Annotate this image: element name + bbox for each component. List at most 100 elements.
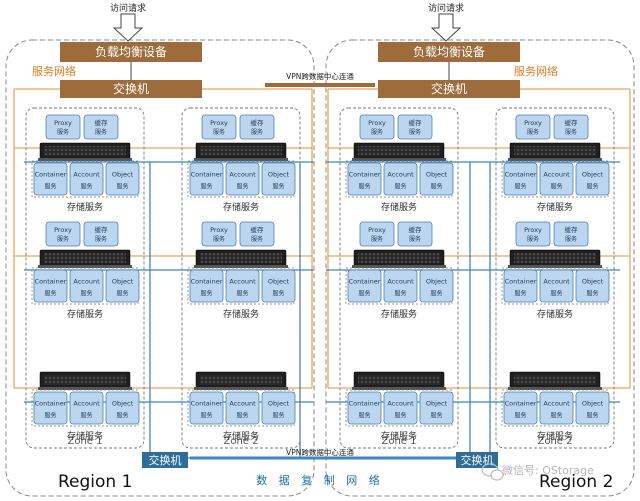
service-box: [359, 114, 395, 140]
service-box: [575, 391, 610, 425]
replication-network-label: 数 据 复 制 网 络: [256, 473, 383, 487]
replication-switch-label: 交换机: [461, 453, 494, 467]
service-sub: 服务: [236, 412, 248, 420]
service-box: [397, 114, 433, 140]
request-label: 访问请求: [110, 2, 146, 14]
down-arrow-icon: [430, 13, 462, 42]
service-box: [383, 162, 418, 196]
storage-service-label: 存储服务: [223, 308, 259, 320]
storage-service-label: 存储服务: [381, 430, 417, 442]
service-box: [383, 391, 418, 425]
service-sub: 服务: [116, 183, 128, 191]
service-sub: 服务: [57, 128, 69, 136]
service-name: Object: [426, 277, 448, 285]
service-name: 缓存: [251, 118, 265, 127]
service-name: Account: [543, 399, 570, 407]
server-vent: [200, 253, 282, 263]
service-sub: 服务: [430, 183, 442, 191]
region-1-label: Region 1: [58, 472, 132, 492]
service-box: [105, 391, 140, 425]
service-box: [503, 391, 538, 425]
service-name: Container: [505, 170, 537, 178]
service-sub: 服务: [514, 290, 526, 298]
service-name: Account: [73, 277, 100, 285]
service-name: Account: [73, 399, 100, 407]
service-name: Proxy: [524, 119, 542, 127]
service-name: Object: [112, 277, 134, 285]
service-box: [575, 269, 610, 303]
zone-label: Zone 2: [538, 436, 573, 447]
replication-switch-label: 交换机: [149, 453, 182, 467]
service-sub: 服务: [358, 290, 370, 298]
service-sub: 服务: [251, 128, 263, 136]
zone-outline: [339, 107, 459, 449]
storage-service-label: 存储服务: [537, 308, 573, 320]
service-box: [261, 391, 296, 425]
server-base: [38, 158, 132, 161]
zone-outline: [181, 107, 301, 449]
service-sub: 服务: [272, 183, 284, 191]
service-box: [189, 269, 224, 303]
service-name: Container: [35, 170, 67, 178]
service-box: [347, 269, 382, 303]
service-box: [419, 391, 454, 425]
service-box: [239, 114, 275, 140]
service-name: Account: [387, 170, 414, 178]
service-name: Object: [268, 399, 290, 407]
service-name: Container: [505, 277, 537, 285]
service-name: Proxy: [54, 119, 72, 127]
switch: [60, 80, 202, 98]
zone-group: Zone 1Proxy服务缓存服务Container服务Account服务Obj…: [339, 107, 459, 449]
storage-service-label: 存储服务: [537, 430, 573, 442]
service-sub: 服务: [200, 183, 212, 191]
service-name: Account: [229, 277, 256, 285]
server-base: [194, 387, 288, 390]
switch: [378, 80, 520, 98]
zone-label: Zone 1: [68, 436, 103, 447]
server-vent: [200, 146, 282, 156]
load-balancer: [378, 42, 520, 62]
service-box: [69, 391, 104, 425]
zone-outline: [495, 107, 615, 449]
storage-service-label: 存储服务: [67, 308, 103, 320]
service-name: Account: [229, 170, 256, 178]
storage-service-label: 存储服务: [67, 201, 103, 213]
service-sub: 服务: [213, 128, 225, 136]
storage-service-label: 存储服务: [537, 201, 573, 213]
service-sub: 服务: [586, 183, 598, 191]
service-sub: 服务: [358, 412, 370, 420]
service-name: Container: [191, 170, 223, 178]
server-base: [194, 158, 288, 161]
server-base: [352, 158, 446, 161]
service-network-label: 服务网络: [514, 64, 558, 78]
service-name: Container: [349, 277, 381, 285]
service-sub: 服务: [200, 412, 212, 420]
service-box: [261, 162, 296, 196]
service-name: Proxy: [524, 226, 542, 234]
service-name: Object: [112, 170, 134, 178]
service-sub: 服务: [565, 235, 577, 243]
service-box: [33, 162, 68, 196]
service-sub: 服务: [550, 412, 562, 420]
replication-switch: [142, 452, 188, 468]
service-name: Account: [387, 399, 414, 407]
watermark-text: 微信号: OStorage: [502, 463, 594, 477]
service-box: [553, 221, 589, 247]
service-name: Proxy: [210, 226, 228, 234]
service-sub: 服务: [116, 412, 128, 420]
service-sub: 服务: [514, 412, 526, 420]
service-box: [225, 162, 260, 196]
service-name: Container: [505, 399, 537, 407]
region-2-label: Region 2: [539, 472, 613, 492]
service-name: Object: [582, 399, 604, 407]
service-box: [33, 391, 68, 425]
service-name: Container: [35, 399, 67, 407]
server-vent: [44, 375, 126, 385]
service-name: Container: [191, 277, 223, 285]
zone-group: Zone 2Proxy服务缓存服务Container服务Account服务Obj…: [495, 107, 615, 449]
service-name: Container: [349, 399, 381, 407]
service-sub: 服务: [272, 290, 284, 298]
service-name: Container: [35, 277, 67, 285]
